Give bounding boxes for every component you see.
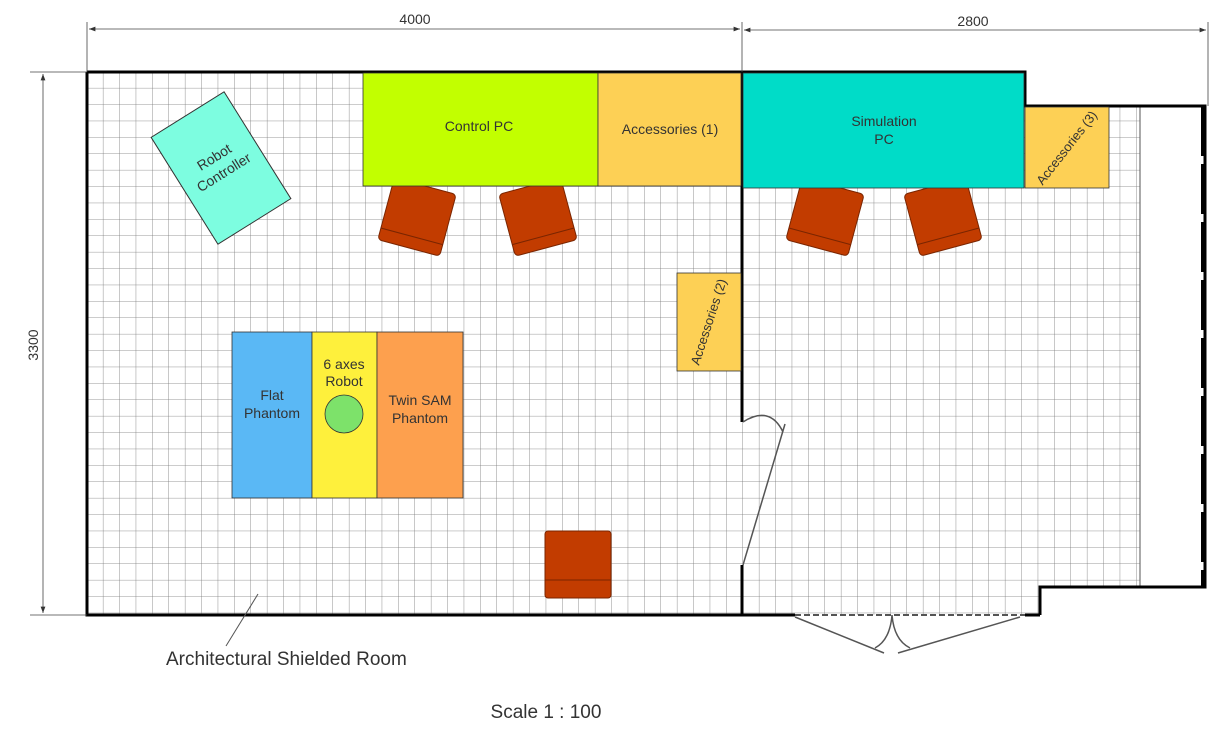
svg-text:Control PC: Control PC: [445, 118, 513, 134]
room-label: Architectural Shielded Room: [166, 649, 407, 670]
flat-phantom: Flat Phantom: [231, 331, 313, 499]
accessories-1: Accessories (1): [597, 72, 742, 187]
chair: [378, 178, 456, 256]
scale-label: Scale 1 : 100: [491, 702, 602, 723]
robot-controller: Robot Controller: [150, 91, 292, 245]
robot-base: [324, 394, 364, 434]
entrance-double-door: [794, 614, 1025, 654]
dimension-width-right: 2800: [957, 13, 988, 29]
inner-door: [742, 414, 786, 566]
svg-text:Phantom: Phantom: [244, 405, 300, 421]
chairs: [378, 178, 982, 599]
twin-sam-phantom: Twin SAM Phantom: [376, 331, 464, 499]
svg-text:Simulation: Simulation: [851, 113, 916, 129]
svg-text:Twin SAM: Twin SAM: [388, 392, 451, 408]
six-axes-robot: 6 axes Robot: [311, 331, 378, 499]
dimension-height: 3300: [25, 329, 41, 360]
room-label-leader: [225, 593, 259, 647]
control-pc: Control PC: [362, 72, 599, 187]
svg-text:Accessories (1): Accessories (1): [622, 121, 718, 137]
accessories-2: Accessories (2): [676, 272, 742, 372]
svg-text:Phantom: Phantom: [392, 410, 448, 426]
simulation-pc: Simulation PC: [742, 72, 1025, 189]
accessories-3: Accessories (3): [1024, 106, 1110, 189]
chair: [544, 530, 612, 599]
dimension-lines: [30, 22, 1209, 616]
svg-text:6 axes: 6 axes: [323, 356, 364, 372]
svg-text:Flat: Flat: [260, 387, 283, 403]
svg-text:PC: PC: [874, 131, 893, 147]
svg-text:Robot: Robot: [325, 373, 362, 389]
dimension-width-left: 4000: [399, 11, 430, 27]
